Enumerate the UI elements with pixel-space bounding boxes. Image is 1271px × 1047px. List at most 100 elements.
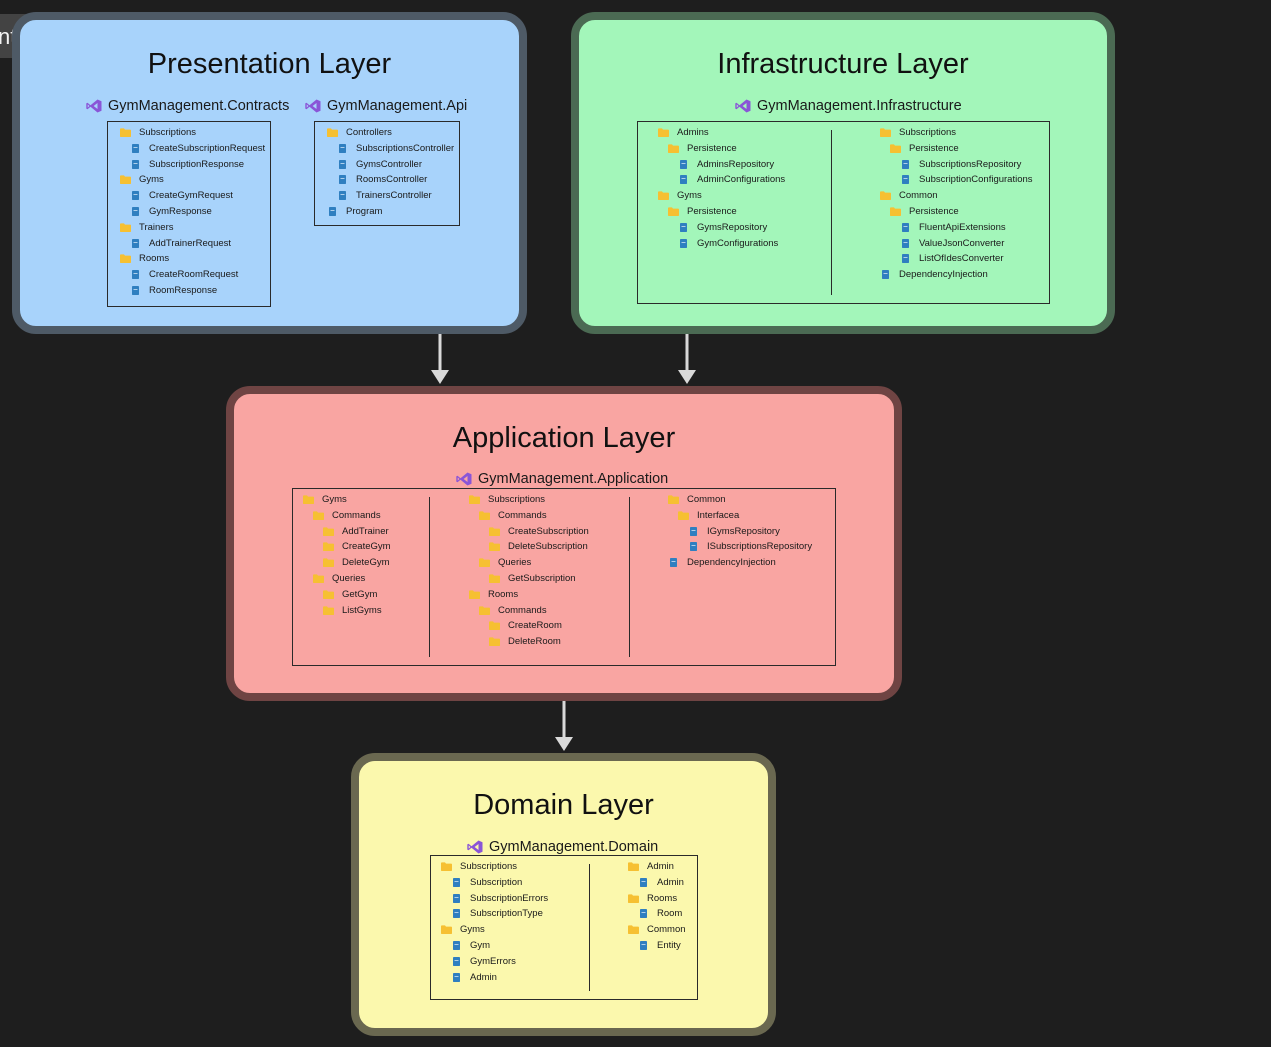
file-node[interactable]: ValueJsonConverter: [902, 238, 1004, 249]
folder-node[interactable]: Trainers: [120, 222, 174, 233]
file-node[interactable]: CreateGymRequest: [132, 190, 233, 201]
file-node[interactable]: Gym: [453, 940, 490, 951]
file-node[interactable]: AdminsRepository: [680, 159, 774, 170]
folder-node[interactable]: Interfacea: [678, 510, 739, 521]
folder-node[interactable]: Admins: [658, 127, 709, 138]
file-node[interactable]: AdminConfigurations: [680, 174, 785, 185]
file-node[interactable]: AddTrainerRequest: [132, 238, 231, 249]
node-label: ListOfIdesConverter: [919, 253, 1004, 265]
file-node[interactable]: CreateSubscriptionRequest: [132, 143, 265, 154]
node-label: Gyms: [139, 174, 164, 186]
file-node[interactable]: SubscriptionConfigurations: [902, 174, 1033, 185]
folder-node[interactable]: Admin: [628, 861, 674, 872]
folder-node[interactable]: CreateSubscription: [489, 526, 589, 537]
folder-node[interactable]: Rooms: [469, 589, 518, 600]
node-label: FluentApiExtensions: [919, 221, 1006, 233]
file-icon: [690, 542, 697, 552]
folder-node[interactable]: DeleteRoom: [489, 636, 561, 647]
file-node[interactable]: GymResponse: [132, 206, 212, 217]
visual-studio-icon: [735, 99, 751, 113]
folder-node[interactable]: DeleteGym: [323, 557, 390, 568]
node-label: Subscription: [470, 876, 523, 888]
file-icon: [339, 159, 346, 169]
folder-node[interactable]: Subscriptions: [120, 127, 196, 138]
folder-node[interactable]: Subscriptions: [880, 127, 956, 138]
folder-node[interactable]: AddTrainer: [323, 526, 389, 537]
node-label: Admin: [470, 971, 497, 983]
folder-node[interactable]: Subscriptions: [441, 861, 517, 872]
folder-node[interactable]: Commands: [479, 510, 547, 521]
folder-node[interactable]: Gyms: [120, 174, 164, 185]
file-node[interactable]: GymErrors: [453, 956, 516, 967]
file-icon: [453, 972, 460, 982]
folder-node[interactable]: Common: [880, 190, 938, 201]
node-label: Commands: [498, 604, 547, 616]
node-label: Common: [899, 190, 938, 202]
folder-node[interactable]: GetSubscription: [489, 573, 576, 584]
folder-node[interactable]: Controllers: [327, 127, 392, 138]
file-icon: [453, 877, 460, 887]
file-node[interactable]: FluentApiExtensions: [902, 222, 1006, 233]
file-icon: [132, 143, 139, 153]
project-name: GymManagement.Domain: [489, 839, 659, 855]
node-label: GymsController: [356, 158, 422, 170]
folder-node[interactable]: Persistence: [668, 143, 737, 154]
folder-node[interactable]: Commands: [313, 510, 381, 521]
folder-node[interactable]: GetGym: [323, 589, 377, 600]
folder-node[interactable]: Gyms: [658, 190, 702, 201]
file-node[interactable]: ISubscriptionsRepository: [690, 541, 812, 552]
folder-node[interactable]: CreateRoom: [489, 620, 562, 631]
folder-node[interactable]: Queries: [313, 573, 365, 584]
node-label: AdminsRepository: [697, 158, 775, 170]
folder-icon: [628, 893, 639, 903]
file-node[interactable]: DependencyInjection: [670, 557, 776, 568]
file-node[interactable]: GymsRepository: [680, 222, 767, 233]
file-node[interactable]: Entity: [640, 940, 681, 951]
folder-node[interactable]: Queries: [479, 557, 531, 568]
project-label: GymManagement.Infrastructure: [735, 98, 962, 114]
node-label: GetGym: [342, 588, 378, 600]
file-icon: [680, 175, 687, 185]
node-label: Persistence: [687, 206, 737, 217]
visual-studio-icon: [456, 472, 472, 486]
file-node[interactable]: Program: [329, 206, 382, 217]
folder-node[interactable]: Persistence: [668, 206, 737, 217]
folder-icon: [120, 175, 131, 185]
folder-node[interactable]: Rooms: [120, 253, 169, 264]
file-node[interactable]: Admin: [453, 972, 497, 983]
folder-node[interactable]: CreateGym: [323, 541, 391, 552]
folder-node[interactable]: DeleteSubscription: [489, 541, 588, 552]
node-label: SubscriptionResponse: [149, 158, 245, 170]
file-node[interactable]: Room: [640, 908, 682, 919]
file-node[interactable]: RoomsController: [339, 174, 427, 185]
file-node[interactable]: SubscriptionsController: [339, 143, 454, 154]
folder-node[interactable]: Subscriptions: [469, 494, 545, 505]
file-node[interactable]: IGymsRepository: [690, 526, 780, 537]
folder-node[interactable]: Rooms: [628, 893, 677, 904]
folder-icon: [327, 128, 338, 137]
folder-node[interactable]: Gyms: [441, 924, 485, 935]
file-node[interactable]: CreateRoomRequest: [132, 269, 238, 280]
file-node[interactable]: Admin: [640, 877, 684, 888]
folder-node[interactable]: Persistence: [890, 206, 959, 217]
file-node[interactable]: SubscriptionsRepository: [902, 159, 1021, 170]
file-node[interactable]: ListOfIdesConverter: [902, 253, 1003, 264]
folder-node[interactable]: Persistence: [890, 143, 959, 154]
folder-node[interactable]: Common: [628, 924, 686, 935]
node-label: Subscriptions: [899, 127, 957, 138]
file-node[interactable]: GymsController: [339, 159, 422, 170]
file-node[interactable]: GymConfigurations: [680, 238, 778, 249]
folder-node[interactable]: Gyms: [303, 494, 347, 505]
file-node[interactable]: SubscriptionErrors: [453, 893, 548, 904]
folder-icon: [890, 207, 901, 216]
file-node[interactable]: TrainersController: [339, 190, 432, 201]
folder-node[interactable]: Commands: [479, 605, 547, 616]
node-label: Entity: [657, 940, 681, 951]
file-node[interactable]: SubscriptionResponse: [132, 159, 244, 170]
file-node[interactable]: Subscription: [453, 877, 522, 888]
folder-node[interactable]: Common: [668, 494, 726, 505]
file-node[interactable]: RoomResponse: [132, 285, 217, 296]
folder-node[interactable]: ListGyms: [323, 605, 382, 616]
file-node[interactable]: SubscriptionType: [453, 908, 543, 919]
file-node[interactable]: DependencyInjection: [882, 269, 988, 280]
